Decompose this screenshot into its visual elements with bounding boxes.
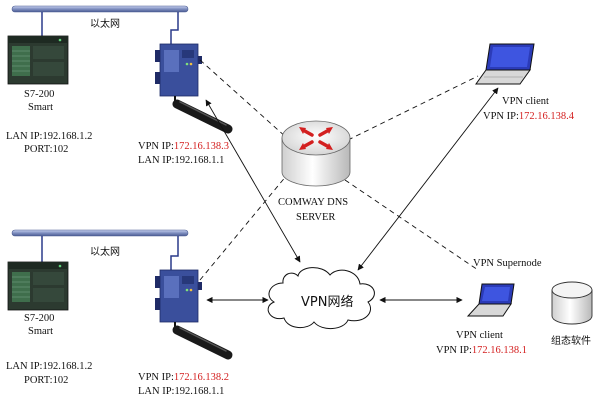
software-label: 组态软件 xyxy=(551,334,591,347)
server-label-line2: SERVER xyxy=(296,212,335,223)
plc-model-top: S7-200 xyxy=(24,89,54,100)
plc-lan-ip-top: LAN IP:192.168.1.2 xyxy=(6,131,92,142)
ethernet-label-bottom: 以太网 xyxy=(90,245,120,258)
tunnel-top-gateway-server xyxy=(199,59,288,139)
gateway-lan-ip-bottom: LAN IP:192.168.1.1 xyxy=(138,386,224,397)
database-cylinder-icon xyxy=(551,281,593,325)
gateway-vpn-ip-top: VPN IP:172.16.138.3 xyxy=(138,141,229,152)
ethernet-bus-bottom xyxy=(11,229,189,237)
plc-lan-ip-bottom: LAN IP:192.168.1.2 xyxy=(6,361,92,372)
antenna-icon xyxy=(172,322,233,360)
plc-port-bottom: PORT:102 xyxy=(24,375,68,386)
laptop-icon xyxy=(475,43,535,85)
client-bottom-vpn-ip: VPN IP:172.16.138.1 xyxy=(436,345,527,356)
client-top-title: VPN client xyxy=(502,96,549,107)
client-bottom-title: VPN client xyxy=(456,330,503,341)
plc-suffix-bottom: Smart xyxy=(28,326,53,337)
dns-server-router-icon xyxy=(281,120,351,187)
gateway-lan-ip-top: LAN IP:192.168.1.1 xyxy=(138,155,224,166)
tunnel-bottom-gateway-server xyxy=(199,174,288,281)
gateway-vpn-ip-bottom: VPN IP:172.16.138.2 xyxy=(138,372,229,383)
gateway-cable-top xyxy=(170,12,179,44)
tunnel-server-client-top xyxy=(347,75,479,141)
top-site: 以太网 S7-200 Smart LAN IP:192.168.1.2 PORT… xyxy=(6,5,233,166)
cloud-label: VPN网络 xyxy=(301,294,353,310)
vpn-gateway-icon xyxy=(155,43,202,97)
ethernet-label-top: 以太网 xyxy=(90,17,120,30)
vpn-gateway-icon xyxy=(155,269,202,323)
server-label-line1: COMWAY DNS xyxy=(278,197,348,208)
gateway-cable-bottom xyxy=(170,236,179,270)
plc-suffix-top: Smart xyxy=(28,102,53,113)
plc-device-icon xyxy=(7,261,69,311)
ethernet-bus-top xyxy=(11,5,189,13)
arrow-client-top-cloud xyxy=(357,87,499,271)
plc-device-icon xyxy=(7,35,69,85)
bottom-site: 以太网 S7-200 Smart LAN IP:192.168.1.2 PORT… xyxy=(6,229,233,397)
supernode-label: VPN Supernode xyxy=(473,258,542,269)
arrow-top-gateway-cloud xyxy=(205,99,301,263)
plc-model-bottom: S7-200 xyxy=(24,313,54,324)
plc-port-top: PORT:102 xyxy=(24,144,68,155)
connections xyxy=(199,59,499,304)
tunnel-server-supernode xyxy=(344,179,479,271)
client-top-vpn-ip: VPN IP:172.16.138.4 xyxy=(483,111,575,122)
vpn-cloud-icon xyxy=(267,267,375,329)
laptop-icon xyxy=(466,283,515,317)
